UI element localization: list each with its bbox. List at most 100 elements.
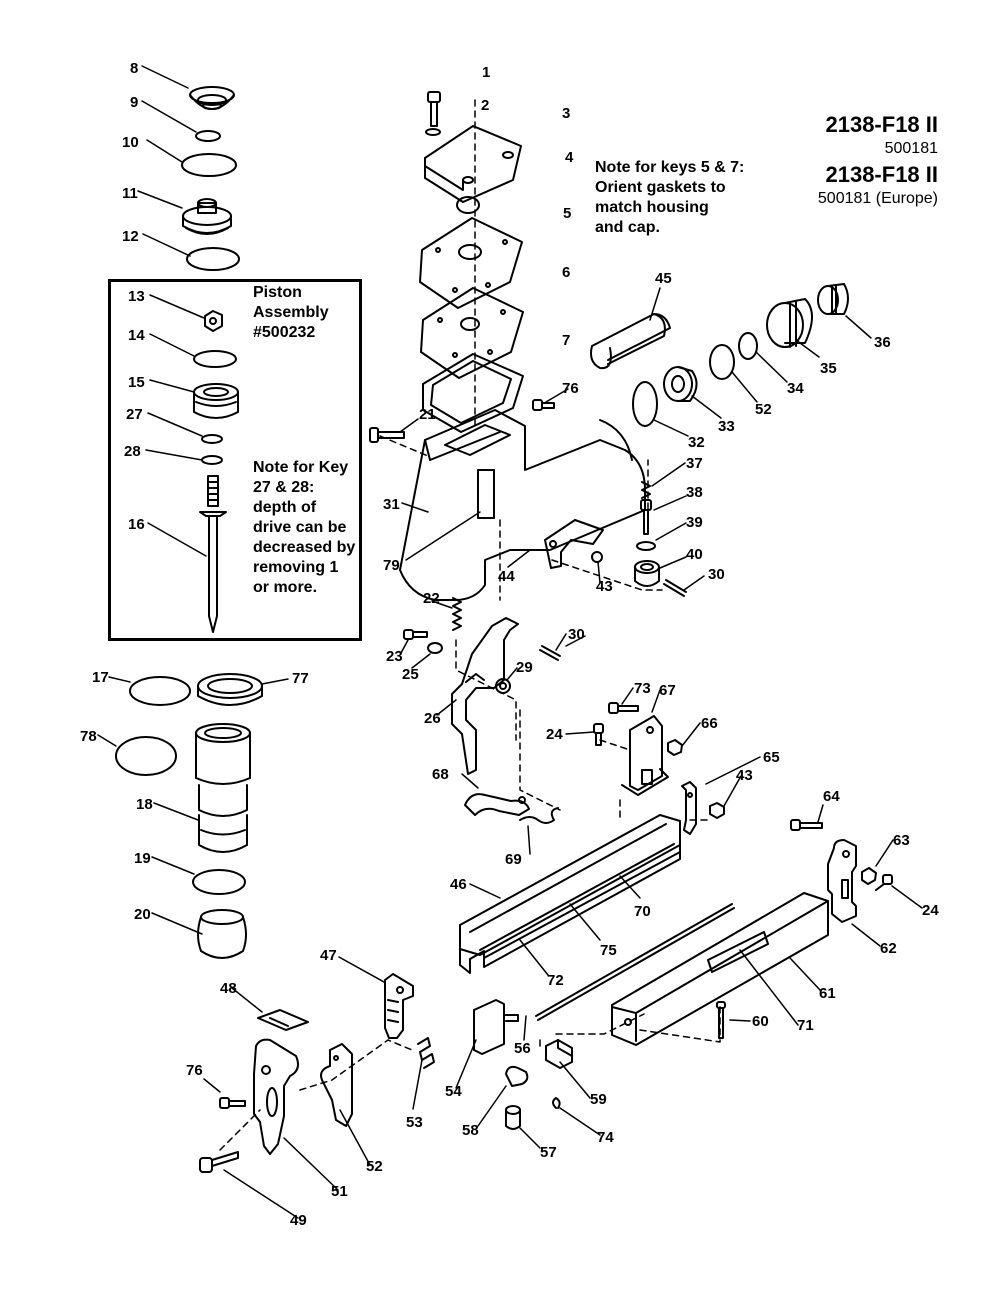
callout-32: 32 xyxy=(688,434,705,451)
part-61-rail xyxy=(611,892,829,1046)
part-45-sleeve xyxy=(590,313,671,370)
callout-10: 10 xyxy=(122,134,139,151)
callout-3: 3 xyxy=(562,105,570,122)
part-56-rod xyxy=(535,903,735,1021)
part-20-bumper xyxy=(197,909,247,959)
part-63-nut xyxy=(861,867,877,885)
title-block: 2138-F18 II 500181 2138-F18 II 500181 (E… xyxy=(818,112,938,212)
callout-1: 1 xyxy=(482,64,490,81)
callout-75: 75 xyxy=(600,942,617,959)
part-code: 500181 xyxy=(884,140,938,157)
callout-52-upper: 52 xyxy=(755,401,772,418)
part-77-seal xyxy=(197,673,263,706)
callout-15: 15 xyxy=(128,374,145,391)
part-25-washer xyxy=(427,642,443,654)
part-76-screw-lower xyxy=(219,1097,246,1109)
part-6-plate xyxy=(420,287,524,379)
part-18-cylinder xyxy=(195,723,251,853)
callout-8: 8 xyxy=(130,60,138,77)
callout-21: 21 xyxy=(419,406,436,423)
part-53-spring xyxy=(417,1037,435,1069)
note-depth-of-drive: Note for Key 27 & 28: depth of drive can… xyxy=(253,459,356,596)
callout-60: 60 xyxy=(752,1013,769,1030)
callout-4: 4 xyxy=(565,149,574,166)
callout-79: 79 xyxy=(383,557,400,574)
callout-26: 26 xyxy=(424,710,441,727)
callout-59: 59 xyxy=(590,1091,607,1108)
part-11-valve xyxy=(182,198,232,235)
part-16-driver-blade xyxy=(199,475,227,633)
callout-19: 19 xyxy=(134,850,151,867)
part-58-cap xyxy=(505,1065,529,1087)
callout-76-upper: 76 xyxy=(562,380,579,397)
callout-31: 31 xyxy=(383,496,400,513)
part-2-washer xyxy=(425,128,441,136)
part-39-oring xyxy=(636,541,656,551)
callout-36: 36 xyxy=(874,334,891,351)
part-57-bushing xyxy=(505,1105,521,1130)
callout-49: 49 xyxy=(290,1212,307,1229)
callout-51: 51 xyxy=(331,1183,348,1200)
callout-7: 7 xyxy=(562,332,570,349)
part-74-clip xyxy=(552,1097,561,1109)
part-64-screw xyxy=(790,819,823,831)
callout-53: 53 xyxy=(406,1114,423,1131)
callout-5: 5 xyxy=(563,205,571,222)
callout-12: 12 xyxy=(122,228,139,245)
part-67-bracket xyxy=(621,715,669,796)
part-17-oring xyxy=(129,676,191,706)
part-38-stem xyxy=(640,499,652,535)
callout-28: 28 xyxy=(124,443,141,460)
callout-64: 64 xyxy=(823,788,840,805)
part-8-cap-seal xyxy=(189,86,235,110)
callout-65: 65 xyxy=(763,749,780,766)
callout-24-right: 24 xyxy=(922,902,939,919)
callout-43-mid: 43 xyxy=(736,767,753,784)
callout-25: 25 xyxy=(402,666,419,683)
part-49-screw xyxy=(199,1151,239,1173)
part-27-washer xyxy=(201,434,223,444)
part-54-plate xyxy=(473,999,519,1055)
part-33-valve xyxy=(663,366,698,402)
part-13-nut xyxy=(204,310,223,332)
part-47-guide xyxy=(384,973,414,1039)
callout-14: 14 xyxy=(128,327,145,344)
callout-16: 16 xyxy=(128,516,145,533)
part-51-nose-body xyxy=(253,1038,299,1155)
callout-9: 9 xyxy=(130,94,138,111)
part-78-oring xyxy=(115,736,177,776)
part-7-gasket xyxy=(422,353,524,433)
callout-72: 72 xyxy=(547,972,564,989)
callout-61: 61 xyxy=(819,985,836,1002)
callout-69: 69 xyxy=(505,851,522,868)
callout-57: 57 xyxy=(540,1144,557,1161)
part-30-pin-upper xyxy=(663,579,687,597)
part-30-pin-lower xyxy=(539,645,561,661)
part-3-cap xyxy=(424,125,522,203)
part-24-screw-mid xyxy=(593,723,604,746)
callout-40: 40 xyxy=(686,546,703,563)
part-9-oring xyxy=(195,130,221,142)
part-14-oring xyxy=(193,350,237,368)
callout-76-lower: 76 xyxy=(186,1062,203,1079)
part-22-spring xyxy=(452,597,462,631)
callout-39: 39 xyxy=(686,514,703,531)
callout-20: 20 xyxy=(134,906,151,923)
callout-74: 74 xyxy=(597,1129,614,1146)
callout-78: 78 xyxy=(80,728,97,745)
part-4-plug xyxy=(456,196,480,214)
callout-45: 45 xyxy=(655,270,672,287)
part-46-magazine xyxy=(459,814,681,974)
callout-17: 17 xyxy=(92,669,109,686)
note-gaskets: Note for keys 5 & 7: Orient gaskets to m… xyxy=(595,159,745,236)
callout-52-lower: 52 xyxy=(366,1158,383,1175)
callout-77: 77 xyxy=(292,670,309,687)
part-48-plate xyxy=(257,1009,309,1031)
callout-2: 2 xyxy=(481,97,489,114)
callout-47: 47 xyxy=(320,947,337,964)
part-36-plug xyxy=(817,283,849,315)
callout-11: 11 xyxy=(122,185,138,202)
part-69-spring xyxy=(519,807,559,824)
part-32-gasket xyxy=(632,381,658,427)
callout-27: 27 xyxy=(126,406,143,423)
